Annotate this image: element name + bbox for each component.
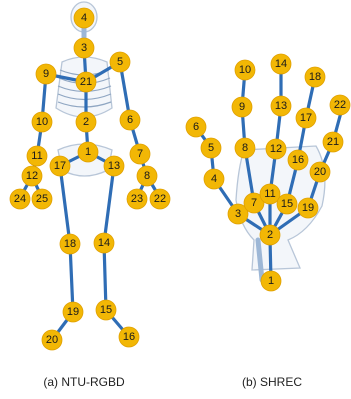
- shrec-joint-17: 17: [296, 108, 316, 128]
- shrec-joint-20: 20: [310, 162, 330, 182]
- ntu-joint-label: 19: [67, 306, 79, 318]
- ntu-joint-label: 9: [43, 68, 49, 80]
- shrec-joint-label: 7: [251, 197, 257, 209]
- ntu-joint-label: 24: [14, 193, 26, 205]
- shrec-joint-19: 19: [298, 198, 318, 218]
- ntu-joint-label: 15: [100, 304, 112, 316]
- ntu-joint-3: 3: [74, 38, 94, 58]
- shrec-joint-label: 10: [239, 64, 251, 76]
- shrec-joint-label: 6: [193, 121, 199, 133]
- shrec-joint-5: 5: [201, 138, 221, 158]
- ntu-joint-9: 9: [36, 64, 56, 84]
- ntu-joint-15: 15: [96, 300, 116, 320]
- shrec-joint-11: 11: [260, 184, 280, 204]
- ntu-joint-7: 7: [130, 144, 150, 164]
- shrec-joint-2: 2: [260, 225, 280, 245]
- shrec-joint-label: 1: [268, 275, 274, 287]
- caption-shrec: (b) SHREC: [242, 375, 302, 389]
- ntu-joint-label: 3: [81, 42, 87, 54]
- shrec-joint-14: 14: [271, 54, 291, 74]
- shrec-joint-label: 9: [239, 101, 245, 113]
- ntu-joint-label: 10: [36, 116, 48, 128]
- shrec-joint-4: 4: [204, 169, 224, 189]
- shrec-joint-10: 10: [235, 60, 255, 80]
- shrec-joint-18: 18: [305, 67, 325, 87]
- ntu-joint-17: 17: [50, 156, 70, 176]
- ntu-skeleton: 1 2 3 4 5 6 7 8 9 10 11 12 13 14 15: [10, 2, 170, 350]
- shrec-joint-15: 15: [277, 194, 297, 214]
- ntu-joint-label: 20: [46, 334, 58, 346]
- ntu-joint-1: 1: [78, 142, 98, 162]
- shrec-joint-9: 9: [232, 97, 252, 117]
- ntu-joint-label: 21: [80, 76, 92, 88]
- ntu-joint-22: 22: [150, 189, 170, 209]
- ntu-joint-label: 18: [64, 238, 76, 250]
- ntu-joint-label: 6: [127, 114, 133, 126]
- ntu-joint-12: 12: [22, 166, 42, 186]
- shrec-joint-6: 6: [186, 117, 206, 137]
- ntu-joint-label: 17: [54, 160, 66, 172]
- shrec-joint-label: 22: [334, 99, 346, 111]
- shrec-joint-label: 5: [208, 142, 214, 154]
- ntu-joint-14: 14: [94, 233, 114, 253]
- caption-ntu-rgbd: (a) NTU-RGBD: [43, 375, 125, 389]
- ntu-joint-label: 23: [131, 193, 143, 205]
- shrec-joint-label: 11: [264, 188, 275, 200]
- ntu-joint-4: 4: [74, 8, 94, 28]
- shrec-joint-22: 22: [330, 95, 350, 115]
- ntu-joint-25: 25: [32, 189, 52, 209]
- shrec-joint-13: 13: [271, 96, 291, 116]
- shrec-joint-label: 19: [302, 202, 314, 214]
- ntu-joint-5: 5: [110, 52, 130, 72]
- shrec-joint-21: 21: [323, 132, 343, 152]
- ntu-joint-10: 10: [32, 112, 52, 132]
- ntu-joint-label: 11: [31, 150, 42, 162]
- ntu-joint-24: 24: [10, 189, 30, 209]
- shrec-joint-label: 2: [267, 229, 273, 241]
- ntu-joint-label: 2: [83, 116, 89, 128]
- ntu-joint-label: 25: [36, 193, 48, 205]
- ntu-joint-label: 7: [137, 148, 143, 160]
- ntu-joint-label: 16: [123, 331, 135, 343]
- shrec-joint-label: 3: [235, 208, 241, 220]
- ntu-joint-13: 13: [104, 156, 124, 176]
- shrec-joint-label: 12: [270, 143, 282, 155]
- shrec-joint-label: 17: [300, 112, 312, 124]
- shrec-joint-label: 4: [211, 173, 217, 185]
- ntu-joint-23: 23: [127, 189, 147, 209]
- ntu-joint-6: 6: [120, 110, 140, 130]
- ntu-joint-2: 2: [76, 112, 96, 132]
- ntu-joint-20: 20: [42, 330, 62, 350]
- ntu-joint-label: 14: [98, 237, 110, 249]
- shrec-joint-label: 20: [314, 166, 326, 178]
- ntu-joint-label: 4: [81, 12, 87, 24]
- ntu-joint-18: 18: [60, 234, 80, 254]
- ntu-joint-label: 22: [154, 193, 166, 205]
- ntu-joint-16: 16: [119, 327, 139, 347]
- ntu-joint-label: 12: [26, 170, 38, 182]
- ntu-joint-label: 1: [85, 146, 91, 158]
- shrec-joint-label: 21: [327, 136, 339, 148]
- ntu-joint-label: 13: [108, 160, 120, 172]
- ntu-joint-21: 21: [76, 72, 96, 92]
- shrec-joint-label: 8: [242, 142, 248, 154]
- shrec-joint-16: 16: [288, 150, 308, 170]
- ntu-joint-19: 19: [63, 302, 83, 322]
- shrec-joint-label: 14: [275, 58, 287, 70]
- shrec-joint-1: 1: [261, 271, 281, 291]
- shrec-joint-label: 13: [275, 100, 287, 112]
- shrec-joint-label: 16: [292, 154, 304, 166]
- ntu-joint-8: 8: [137, 166, 157, 186]
- shrec-joint-8: 8: [235, 138, 255, 158]
- shrec-joint-label: 18: [309, 71, 321, 83]
- ntu-joint-11: 11: [27, 146, 47, 166]
- shrec-joint-label: 15: [281, 198, 293, 210]
- shrec-skeleton: 1 2 3 4 5 6 7 8 9 10 11 12 13 14 15: [186, 54, 350, 291]
- ntu-joint-label: 8: [144, 170, 150, 182]
- ntu-joint-label: 5: [117, 56, 123, 68]
- shrec-joint-12: 12: [266, 139, 286, 159]
